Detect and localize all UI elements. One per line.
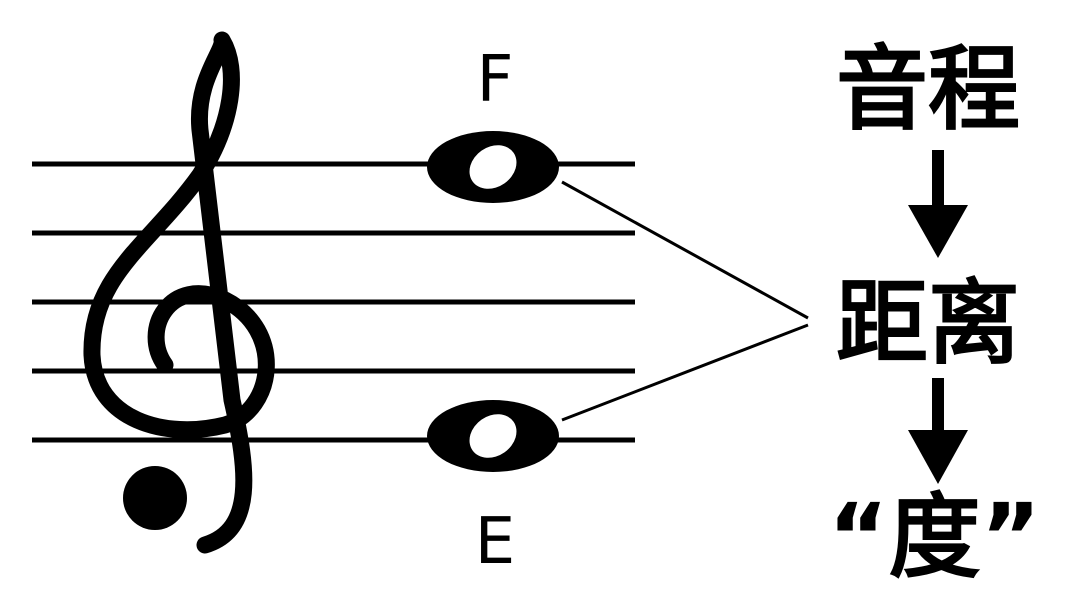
staff [32,161,635,443]
connector-upper [561,180,809,320]
note-e-whole-note-icon [427,400,559,472]
treble-clef-icon [83,31,275,554]
connector-lower [561,323,809,422]
arrow-down-icon [908,378,968,484]
interval-connector [561,180,809,422]
term-interval: 音程 [836,36,1021,143]
term-distance: 距离 [836,270,1021,377]
note-f-whole-note-icon [427,131,559,203]
arrow-down-icon [908,150,968,258]
note-label-upper: F [476,43,514,117]
term-degree: “度” [828,484,1041,591]
note-label-lower: E [474,505,516,579]
